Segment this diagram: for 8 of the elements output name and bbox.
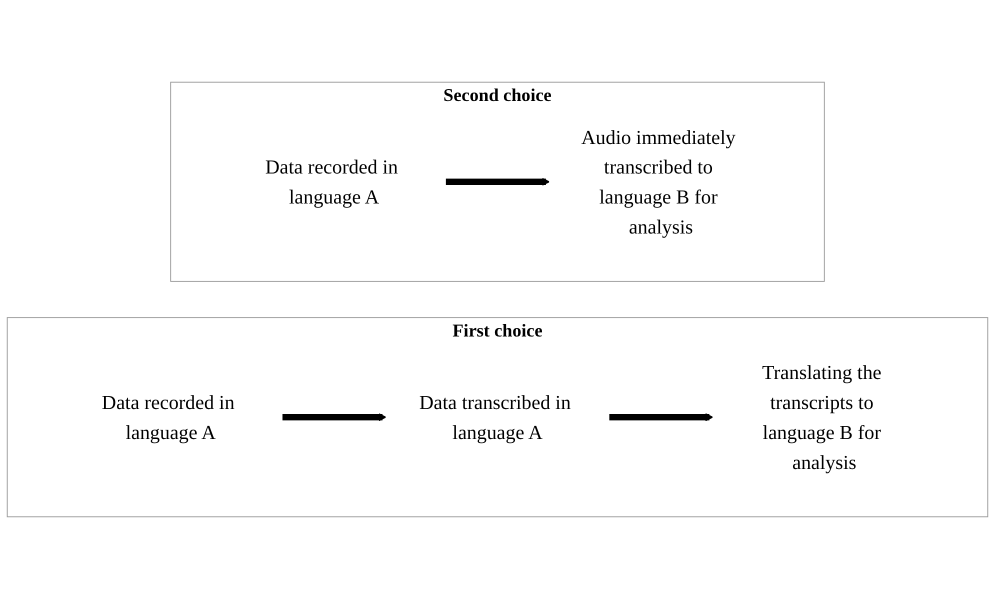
arrow bbox=[445, 178, 550, 186]
arrow bbox=[608, 413, 714, 422]
node-text: Data recorded in language A bbox=[102, 390, 235, 444]
node-text: Data recorded in language A bbox=[265, 156, 398, 208]
arrow bbox=[282, 413, 386, 422]
node-text: Data transcribed in language A bbox=[419, 390, 571, 444]
node-text: Translating the transcripts to language B for analysis bbox=[762, 361, 882, 474]
node-text: Audio immediately transcribed to language B for analysis bbox=[581, 126, 736, 238]
